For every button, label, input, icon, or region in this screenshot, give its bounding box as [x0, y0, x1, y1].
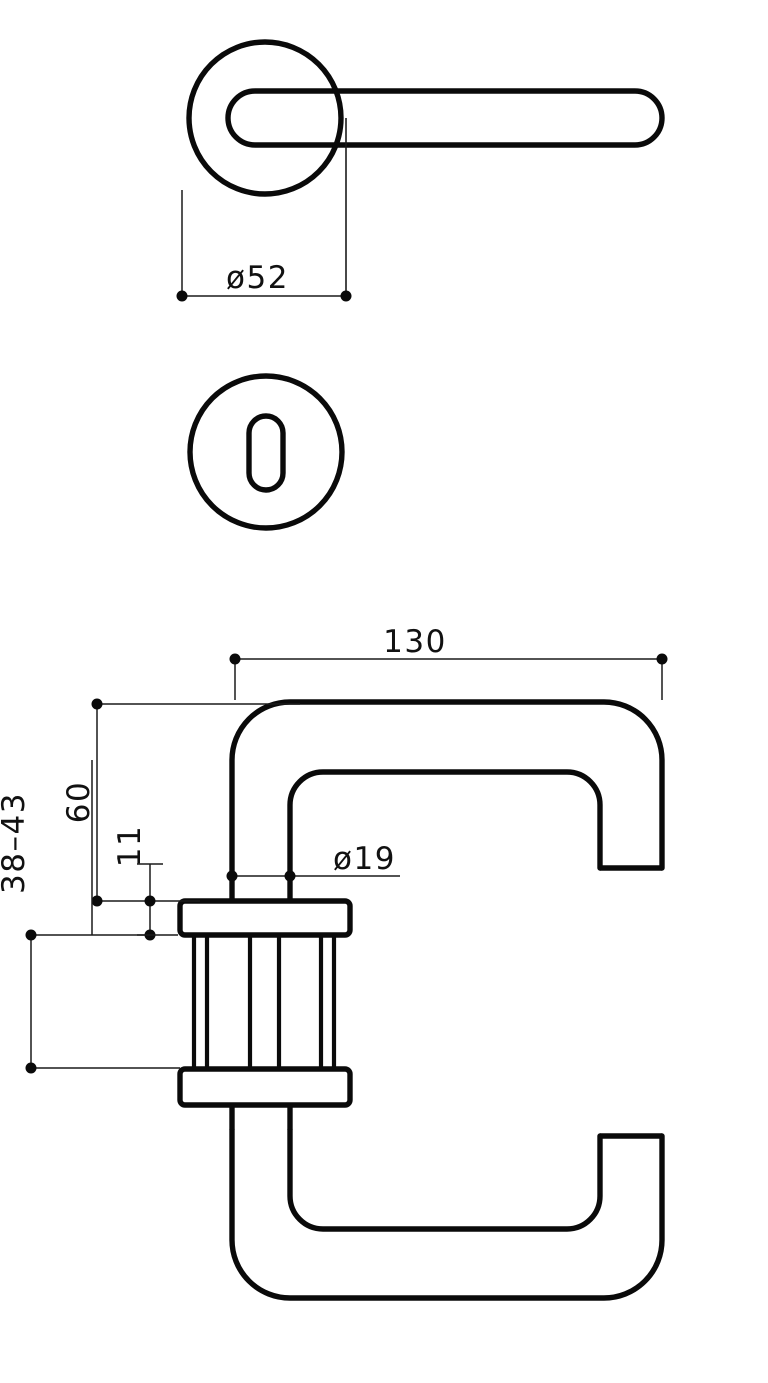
rosette-circle [186, 39, 344, 197]
escutcheon-view [187, 373, 345, 531]
lever-bar-plan [225, 88, 665, 148]
keyhole-slot [246, 413, 286, 493]
dim-dot-d19-left [226, 870, 238, 882]
dimension-door-thickness: 38–43 [0, 760, 180, 1074]
dim-dot-11-top [144, 895, 156, 907]
upper-lever-outer-profile [229, 699, 665, 879]
dim-dot-right [340, 290, 352, 302]
dimension-lever-height: 60 [61, 698, 300, 907]
dim-label-rosette-diameter: ø52 [226, 260, 289, 296]
dim-dot-left [176, 290, 188, 302]
dim-dot-d19-right [284, 870, 296, 882]
dim-label-bar-diameter: ø19 [333, 841, 396, 877]
dim-label-lever-height: 60 [61, 781, 97, 823]
collar-top-flange [177, 898, 353, 938]
dim-dot-130-right [656, 653, 668, 665]
dim-label-door-thickness: 38–43 [0, 792, 32, 894]
dimension-bar-diameter: ø19 [226, 841, 400, 882]
dim-dot-130-left [229, 653, 241, 665]
dim-dot-60-bottom [91, 895, 103, 907]
escutcheon-circle [187, 373, 345, 531]
dim-dot-60-top [91, 698, 103, 710]
dimension-rosette-diameter: ø52 [176, 260, 352, 302]
collar-bottom-flange [177, 1066, 353, 1108]
dim-dot-3843-top [25, 929, 37, 941]
dimension-lever-length: 130 [229, 624, 668, 700]
lower-lever-outer-profile [229, 1127, 665, 1301]
lower-lever-inner-profile [287, 1127, 603, 1232]
upper-lever-inner-profile [287, 769, 603, 879]
dim-dot-3843-bottom [25, 1062, 37, 1074]
dimension-collar-offset: 11 [112, 825, 178, 941]
top-view: ø52 [176, 39, 665, 302]
dim-label-lever-length: 130 [383, 624, 447, 660]
dim-label-collar-offset: 11 [112, 825, 148, 867]
side-view: 130 60 11 [0, 624, 668, 1301]
